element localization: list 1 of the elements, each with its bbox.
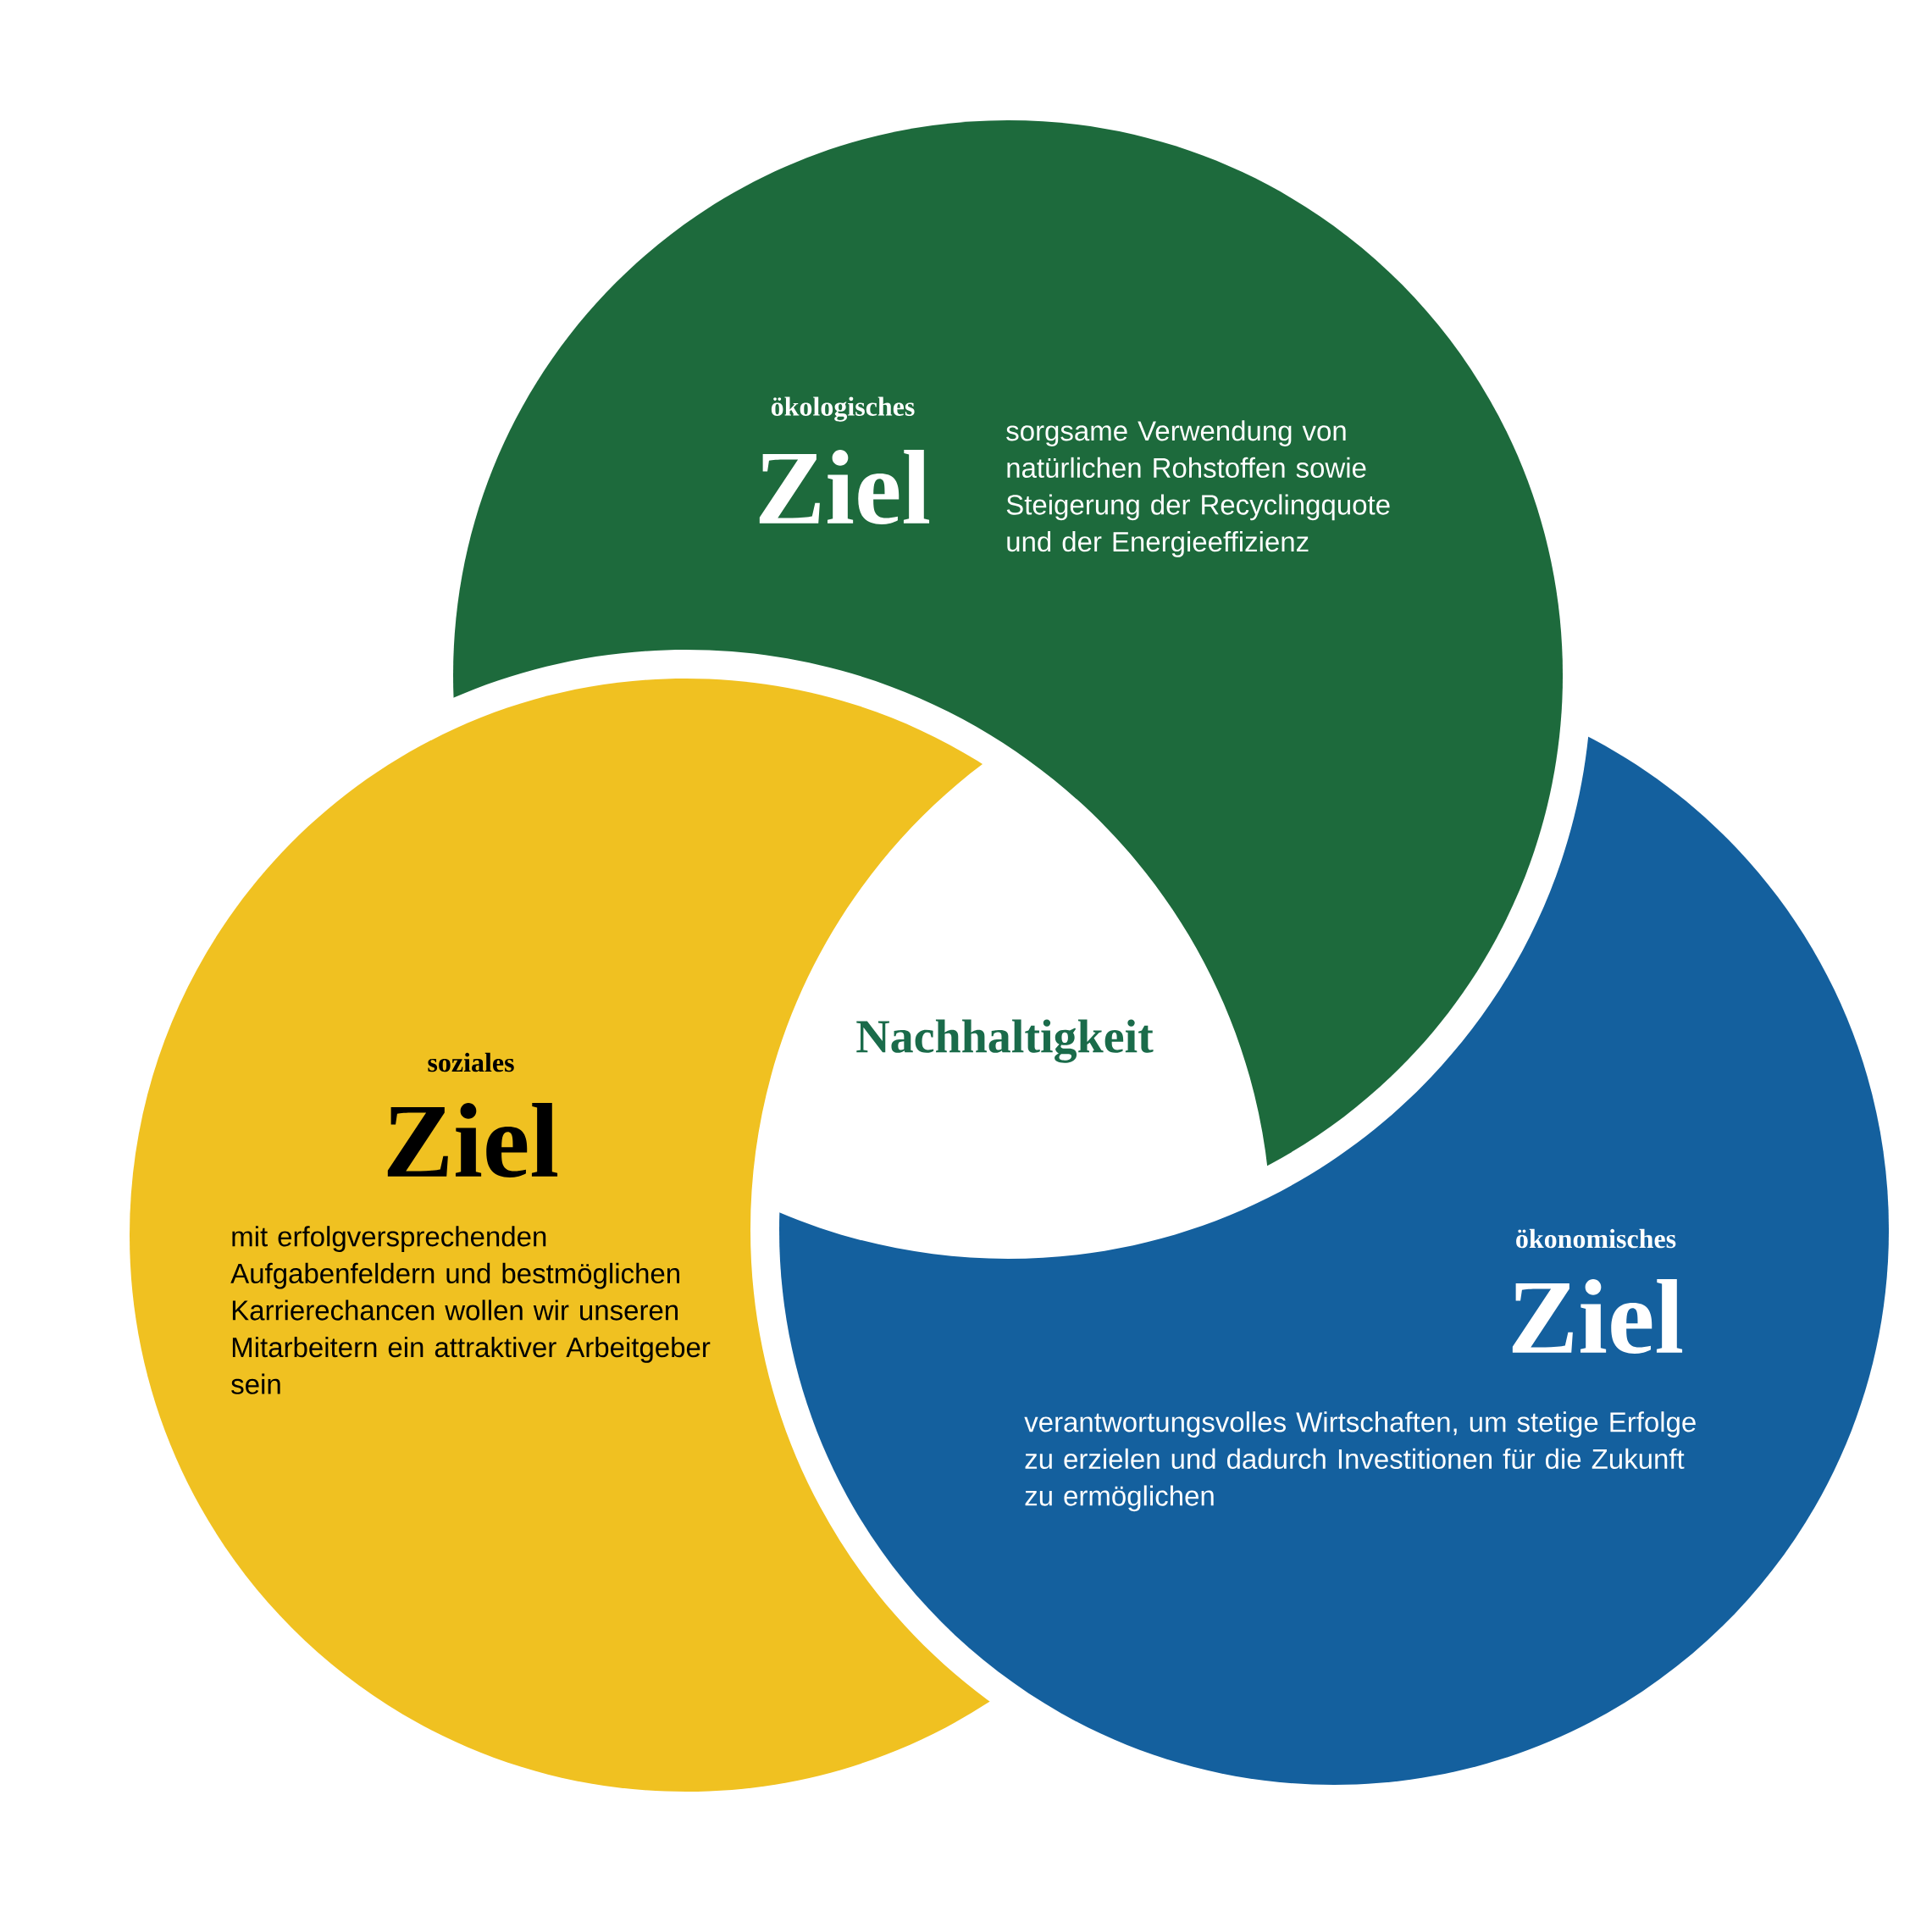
- center-label: Nachhaltigkeit: [856, 1019, 1154, 1063]
